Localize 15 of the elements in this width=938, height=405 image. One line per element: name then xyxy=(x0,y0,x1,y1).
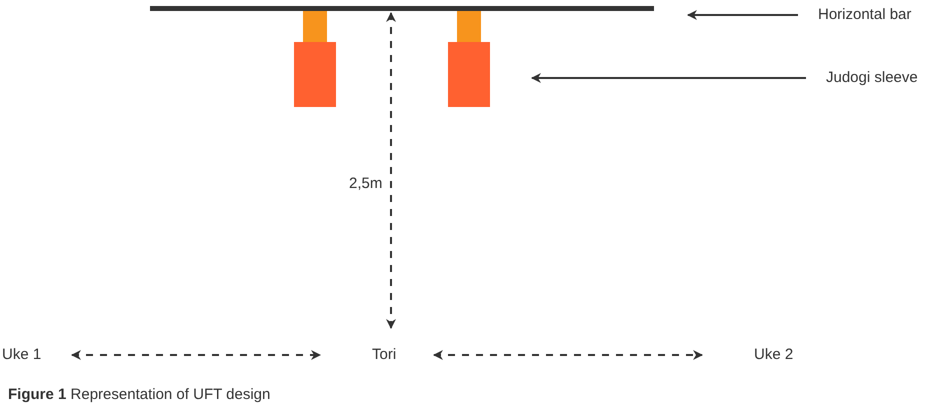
caption: Figure 1 Representation of UFT design xyxy=(8,385,270,405)
arrow xyxy=(433,350,703,360)
arrow xyxy=(687,10,798,20)
arrow xyxy=(71,350,321,360)
sleeve-drawing xyxy=(294,11,336,107)
label-text: Uke 2 xyxy=(754,344,804,366)
arrow xyxy=(386,12,396,329)
horizontal-bar xyxy=(150,6,654,11)
sleeve-drawing xyxy=(448,11,490,107)
edge-label: 2,5m xyxy=(349,174,382,194)
label-text: Horizontal bar xyxy=(818,4,934,26)
label-text: Judogi sleeve xyxy=(826,67,934,89)
arrow xyxy=(531,73,806,83)
label-text: Tori xyxy=(372,344,410,366)
label-text: Uke 1 xyxy=(2,344,48,366)
